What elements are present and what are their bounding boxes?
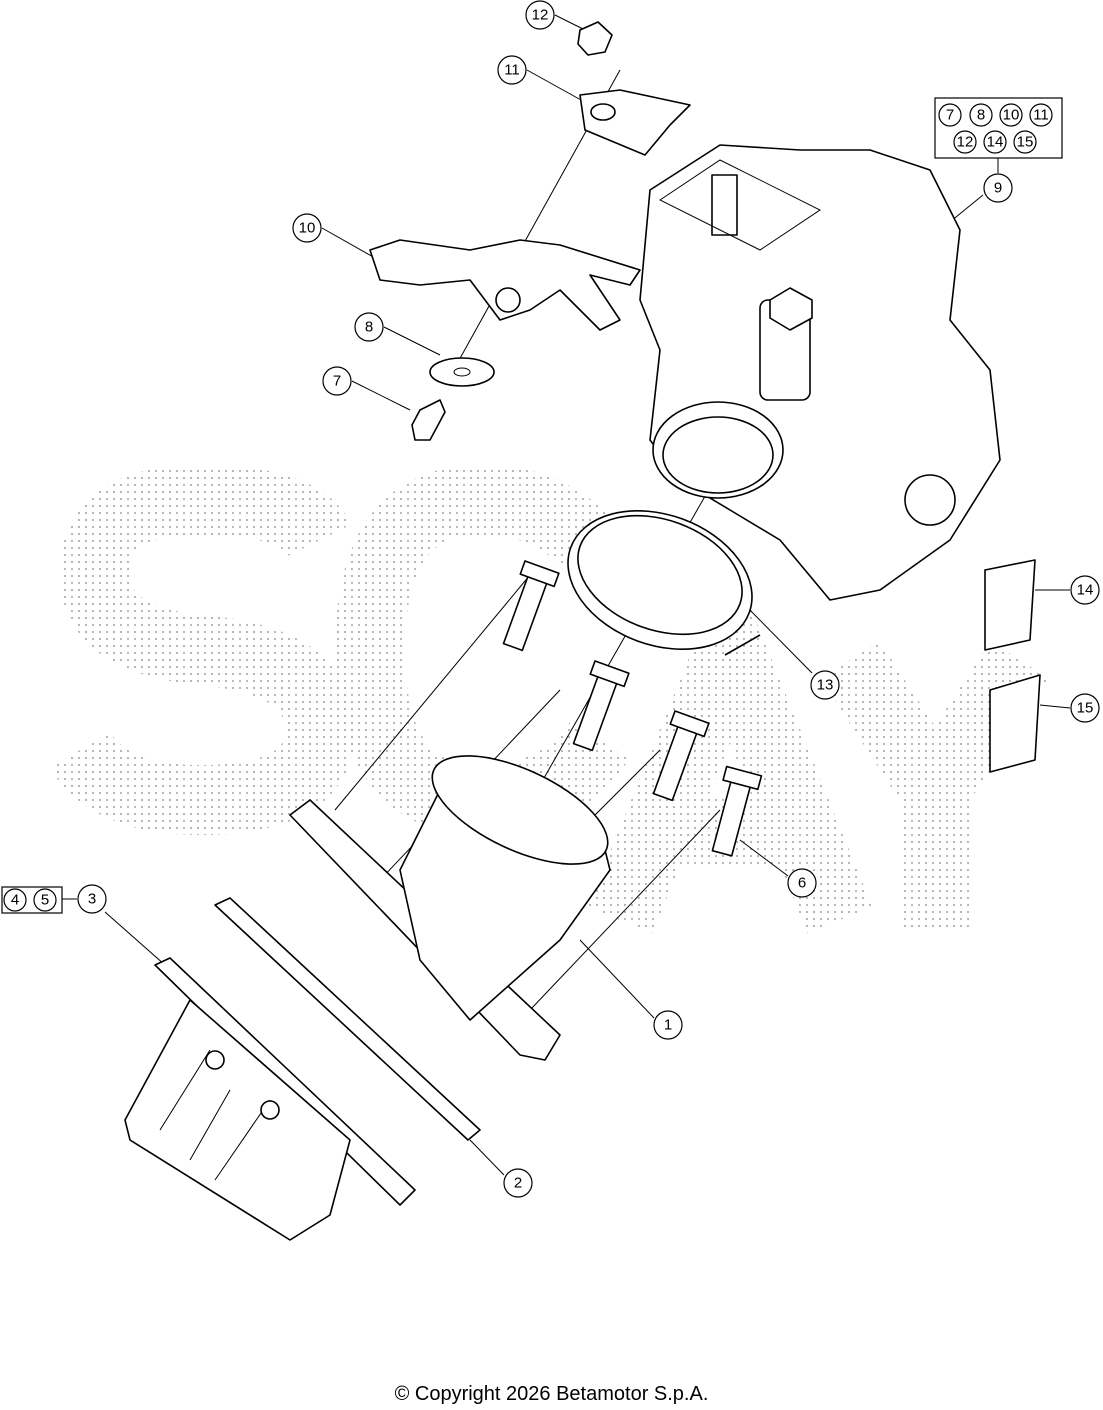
callout-8: 8: [354, 312, 384, 342]
callout-number: 10: [299, 220, 316, 237]
callout-number: 12: [957, 134, 974, 151]
decal: [984, 559, 1036, 651]
callout-number: 7: [946, 107, 954, 124]
callout-number: 8: [365, 319, 373, 336]
group-member-5: 5: [33, 888, 57, 912]
screw: [411, 399, 446, 441]
callout-circle: [1070, 575, 1100, 605]
callout-circle: [787, 868, 817, 898]
callout-12: 12: [525, 0, 555, 30]
callout-13: 13: [810, 670, 840, 700]
callout-circle: [322, 366, 352, 396]
callout-number: 7: [333, 373, 341, 390]
screw: [577, 21, 613, 56]
callout-circle: [77, 884, 107, 914]
callout-number: 2: [514, 1175, 522, 1192]
callout-number: 6: [798, 875, 806, 892]
callout-number: 3: [88, 891, 96, 908]
callout-11: 11: [497, 55, 527, 85]
callout-circle: [33, 888, 57, 912]
callout-1: 1: [653, 1010, 683, 1040]
callout-circle: [953, 130, 977, 154]
bracket: [579, 89, 691, 156]
callout-9: 9: [983, 173, 1013, 203]
callout-number: 5: [41, 892, 49, 909]
callout-number: 9: [994, 180, 1002, 197]
callout-circle: [1070, 693, 1100, 723]
callout-14: 14: [1070, 575, 1100, 605]
callout-3: 3: [77, 884, 107, 914]
decal: [989, 674, 1041, 773]
callout-circle: [292, 213, 322, 243]
cable-lever: [369, 239, 641, 331]
callout-circle: [497, 55, 527, 85]
group-member-10: 10: [999, 103, 1023, 127]
callout-15: 15: [1070, 693, 1100, 723]
callout-number: 4: [11, 892, 19, 909]
callout-circle: [810, 670, 840, 700]
callout-number: 8: [977, 107, 985, 124]
callout-number: 1: [664, 1017, 672, 1034]
group-member-12: 12: [953, 130, 977, 154]
callout-circle: [525, 0, 555, 30]
bracket-hole: [590, 103, 616, 121]
callout-circle: [938, 103, 962, 127]
callout-number: 15: [1017, 134, 1034, 151]
callout-circle: [983, 130, 1007, 154]
callout-number: 12: [532, 7, 549, 24]
callout-10: 10: [292, 213, 322, 243]
callout-2: 2: [503, 1168, 533, 1198]
copyright-notice: © Copyright 2026 Betamotor S.p.A.: [394, 1383, 709, 1405]
bolts: [502, 560, 763, 857]
callout-number: 15: [1077, 700, 1094, 717]
throttle-body: [639, 144, 1001, 601]
washer: [429, 357, 495, 387]
callout-circle: [503, 1168, 533, 1198]
group-member-8: 8: [969, 103, 993, 127]
reed-valve: [124, 957, 416, 1241]
lever-pivot: [495, 287, 521, 313]
callout-circle: [354, 312, 384, 342]
group-member-14: 14: [983, 130, 1007, 154]
callout-number: 14: [1077, 582, 1094, 599]
callout-circle: [969, 103, 993, 127]
callout-circle: [1029, 103, 1053, 127]
callout-circle: [983, 173, 1013, 203]
callout-number: 11: [504, 62, 520, 79]
gasket: [214, 897, 481, 1141]
callout-number: 10: [1003, 107, 1020, 124]
group-member-7: 7: [938, 103, 962, 127]
callout-number: 11: [1033, 107, 1049, 124]
intake-clamp: [567, 510, 761, 656]
callout-circle: [653, 1010, 683, 1040]
intake-manifold: [289, 755, 611, 1061]
callout-number: 14: [987, 134, 1004, 151]
washer-hole: [453, 367, 471, 377]
group-member-11: 11: [1029, 103, 1053, 127]
group-member-15: 15: [1013, 130, 1037, 154]
callout-circle: [1013, 130, 1037, 154]
callout-circle: [3, 888, 27, 912]
callout-circle: [999, 103, 1023, 127]
group-member-4: 4: [3, 888, 27, 912]
callout-7: 7: [322, 366, 352, 396]
callout-number: 13: [817, 677, 834, 694]
callout-6: 6: [787, 868, 817, 898]
